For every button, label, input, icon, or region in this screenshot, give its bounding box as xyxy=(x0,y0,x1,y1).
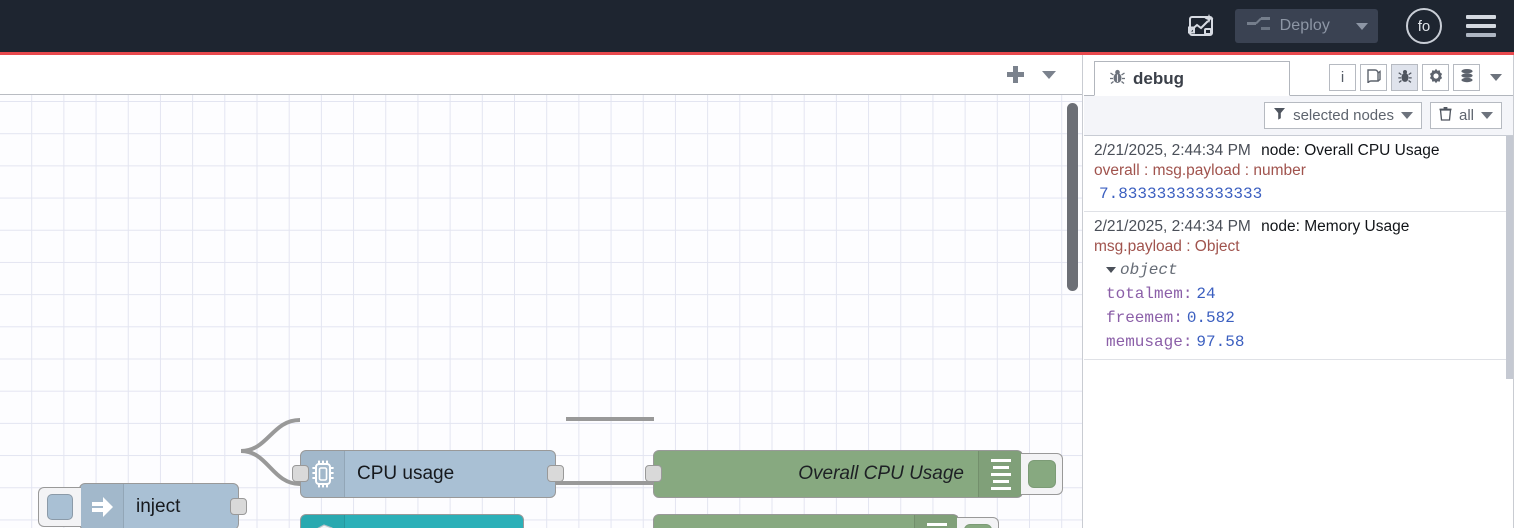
debug-message-node: node: Memory Usage xyxy=(1261,218,1410,235)
flow-node-memory[interactable]: Memory xyxy=(300,514,524,528)
add-flow-button[interactable] xyxy=(998,58,1032,92)
debug-object-key: totalmem: xyxy=(1106,285,1193,303)
debug-message-header: 2/21/2025, 2:44:34 PM node: Overall CPU … xyxy=(1094,142,1506,160)
database-icon xyxy=(1459,68,1475,88)
debug-enable-toggle-inner xyxy=(1027,460,1056,488)
flow-list-button[interactable] xyxy=(1032,58,1066,92)
flow-node-debug-overall-cpu-usage[interactable]: Overall CPU Usage xyxy=(645,450,1063,498)
debug-message-property: msg.payload : Object xyxy=(1094,238,1240,255)
flow-node-cpu-usage[interactable]: CPU usage xyxy=(292,450,564,498)
inject-trigger-inner xyxy=(47,493,73,520)
debug-enable-toggle-inner xyxy=(963,524,992,528)
debug-object-root-label: object xyxy=(1120,261,1178,279)
chevron-down-icon[interactable] xyxy=(1106,267,1116,273)
debug-message-node: node: Overall CPU Usage xyxy=(1261,142,1440,159)
sidebar-tools-more-button[interactable] xyxy=(1484,64,1508,91)
server-box-icon xyxy=(301,515,345,528)
app-header: Deploy fo xyxy=(0,0,1514,52)
sidebar-tool-context[interactable] xyxy=(1453,64,1480,91)
debug-lines-icon xyxy=(978,451,1022,497)
canvas-vertical-scrollbar[interactable] xyxy=(1067,103,1078,291)
sidebar-tab-debug[interactable]: debug xyxy=(1094,61,1290,96)
debug-message-property: overall : msg.payload : number xyxy=(1094,162,1306,179)
debug-object-value: 24 xyxy=(1196,285,1216,303)
deploy-caret-button[interactable] xyxy=(1344,9,1378,43)
flow-workspace: inject xyxy=(0,55,1083,528)
chevron-down-icon xyxy=(1481,112,1493,119)
chevron-down-icon xyxy=(1400,112,1413,119)
chevron-down-icon xyxy=(1355,22,1368,30)
debug-clear-button[interactable]: all xyxy=(1429,102,1502,129)
sidebar-vertical-scrollbar[interactable] xyxy=(1506,136,1514,379)
debug-object-entry: freemem:0.582 xyxy=(1094,303,1506,327)
debug-message[interactable]: 2/21/2025, 2:44:34 PM node: Memory Usage… xyxy=(1084,212,1514,360)
user-avatar[interactable]: fo xyxy=(1406,8,1442,44)
debug-enable-toggle[interactable] xyxy=(1021,453,1063,495)
flow-node-debug-memory-usage[interactable]: Memory Usage xyxy=(653,514,999,528)
node-input-port[interactable] xyxy=(645,465,662,482)
bug-icon xyxy=(1397,68,1413,88)
flow-sparkle-icon[interactable] xyxy=(1181,8,1221,44)
debug-message-list[interactable]: 2/21/2025, 2:44:34 PM node: Overall CPU … xyxy=(1084,136,1514,528)
debug-message-timestamp: 2/21/2025, 2:44:34 PM xyxy=(1094,142,1251,159)
sidebar-tool-info[interactable]: i xyxy=(1329,64,1356,91)
sidebar-tool-help[interactable] xyxy=(1360,64,1387,91)
debug-lines-icon xyxy=(914,515,958,528)
chevron-down-icon xyxy=(1042,70,1056,79)
flow-node-label: CPU usage xyxy=(357,463,455,484)
trash-icon xyxy=(1439,106,1452,125)
debug-message-header: 2/21/2025, 2:44:34 PM node: Memory Usage xyxy=(1094,218,1506,236)
flow-node-inject[interactable]: inject xyxy=(38,483,247,528)
debug-enable-toggle[interactable] xyxy=(957,517,999,528)
sidebar-tool-debug[interactable] xyxy=(1391,64,1418,91)
hamburger-menu-icon[interactable] xyxy=(1466,13,1496,39)
arrow-right-icon xyxy=(80,484,124,528)
flow-tab-bar xyxy=(0,55,1082,95)
debug-message-value: 7.833333333333333 xyxy=(1099,185,1263,203)
debug-node-filter-button[interactable]: selected nodes xyxy=(1264,102,1422,129)
debug-object-entry: totalmem:24 xyxy=(1094,279,1506,303)
book-icon xyxy=(1366,68,1382,87)
plus-icon xyxy=(1006,66,1024,83)
deploy-button[interactable]: Deploy xyxy=(1234,9,1378,43)
sidebar-panel: debug i xyxy=(1084,55,1514,528)
deploy-label: Deploy xyxy=(1279,17,1330,34)
deploy-flow-icon xyxy=(1246,15,1271,38)
sidebar-tab-label: debug xyxy=(1133,68,1184,88)
debug-object-entry: memusage:97.58 xyxy=(1094,327,1506,351)
cpu-chip-icon xyxy=(301,451,345,497)
bug-icon xyxy=(1109,68,1126,90)
funnel-icon xyxy=(1273,107,1286,124)
debug-filter-row: selected nodes all xyxy=(1084,96,1514,136)
debug-object-value: 97.58 xyxy=(1196,333,1245,351)
flow-node-label: inject xyxy=(136,495,181,517)
debug-clear-label: all xyxy=(1458,107,1474,124)
info-icon: i xyxy=(1340,69,1345,86)
header-accent-line xyxy=(0,52,1514,55)
debug-object-key: memusage: xyxy=(1106,333,1193,351)
sidebar-tool-config[interactable] xyxy=(1422,64,1449,91)
debug-node-filter-label: selected nodes xyxy=(1293,107,1394,124)
flow-canvas[interactable]: inject xyxy=(0,95,1082,528)
node-input-port[interactable] xyxy=(292,465,309,482)
debug-object-root[interactable]: object xyxy=(1094,256,1506,279)
gear-icon xyxy=(1428,68,1444,88)
debug-object-value: 0.582 xyxy=(1186,309,1235,327)
sidebar-tool-buttons: i xyxy=(1329,64,1508,91)
deploy-button-main[interactable]: Deploy xyxy=(1235,9,1344,43)
node-output-port[interactable] xyxy=(547,465,564,482)
node-output-port[interactable] xyxy=(230,497,247,515)
debug-object-key: freemem: xyxy=(1106,309,1183,327)
chevron-down-icon xyxy=(1490,74,1502,81)
flow-node-label: Overall CPU Usage xyxy=(798,463,964,484)
inject-trigger-button[interactable] xyxy=(38,486,81,527)
sidebar-tab-row: debug i xyxy=(1084,55,1514,96)
debug-message[interactable]: 2/21/2025, 2:44:34 PM node: Overall CPU … xyxy=(1084,136,1514,212)
debug-message-timestamp: 2/21/2025, 2:44:34 PM xyxy=(1094,218,1251,235)
